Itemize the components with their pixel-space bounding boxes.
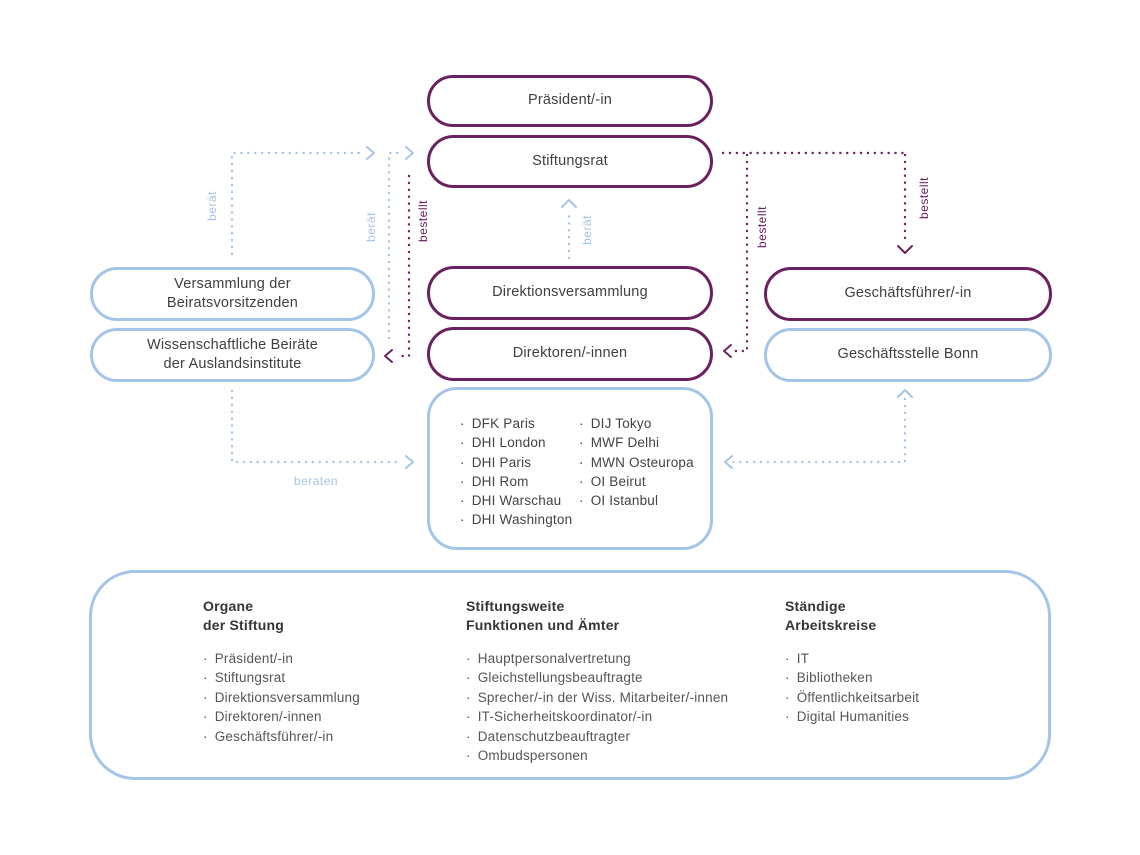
institute-item: OI Istanbul: [579, 491, 694, 510]
edge-beraten-arrowhead: [405, 455, 414, 469]
node-versammlung-beiratsvorsitzende: Versammlung der Beiratsvorsitzenden: [90, 267, 375, 321]
edge-beraet-mid-line: [387, 151, 404, 340]
edge-label-bestellt-right: bestellt: [917, 176, 931, 220]
edge-bestellt-left-line: [396, 174, 411, 358]
edge-beraet-left-line: [230, 151, 366, 256]
edge-bestellt-mid-arrowhead: [723, 344, 732, 358]
node-geschaeftsfuehrer: Geschäftsführer/-in: [764, 267, 1052, 321]
edge-beraet-left-arrowhead: [366, 146, 375, 160]
institute-item: MWN Osteuropa: [579, 453, 694, 472]
node-direktoren-label: Direktoren/-innen: [512, 345, 628, 362]
edge-label-beraet-mid: berät: [364, 212, 378, 242]
edge-label-beraet-left: berät: [205, 191, 219, 221]
legend-title-funktionen: Stiftungsweite Funktionen und Ämter: [466, 598, 620, 634]
node-geschaeftsstelle-bonn: Geschäftsstelle Bonn: [764, 328, 1052, 382]
institute-item: DFK Paris: [460, 414, 572, 433]
institute-item: MWF Delhi: [579, 433, 694, 452]
legend-column-funktionen: Stiftungsweite Funktionen und Ämter Haup…: [466, 597, 728, 766]
node-praesident-label: Präsident/-in: [528, 92, 612, 109]
institute-item: DHI Warschau: [460, 491, 572, 510]
legend-item: IT: [785, 649, 919, 669]
edge-bestellt-right-arrowhead: [897, 245, 913, 254]
edge-beraet-center-arrowhead: [561, 199, 577, 208]
institutes-column-2: DIJ Tokyo MWF Delhi MWN Osteuropa OI Bei…: [579, 414, 694, 510]
institutes-column-1: DFK Paris DHI London DHI Paris DHI Rom D…: [460, 414, 572, 530]
legend-item: Hauptpersonalvertretung: [466, 649, 728, 669]
legend-item: Präsident/-in: [203, 649, 360, 669]
legend-item: Direktoren/-innen: [203, 707, 360, 727]
legend-item: Direktionsversammlung: [203, 688, 360, 708]
edge-label-beraten: beraten: [293, 474, 339, 488]
legend-item: Sprecher/-in der Wiss. Mitarbeiter/-inne…: [466, 688, 728, 708]
edge-label-bestellt-left: bestellt: [416, 199, 430, 243]
legend-item: Digital Humanities: [785, 707, 919, 727]
legend-item: Stiftungsrat: [203, 668, 360, 688]
legend-column-arbeitskreise: Ständige Arbeitskreise IT Bibliotheken Ö…: [785, 597, 919, 727]
institute-item: DHI London: [460, 433, 572, 452]
legend-item: Öffentlichkeitsarbeit: [785, 688, 919, 708]
legend-item: Gleichstellungsbeauftragte: [466, 668, 728, 688]
node-geschaeftsstelle-bonn-label: Geschäftsstelle Bonn: [837, 346, 979, 363]
node-wissenschaftliche-beiraete-label: Wissenschaftliche Beiräte der Auslandsin…: [146, 336, 318, 372]
edge-beraten-line: [230, 389, 404, 464]
edge-institutes-geschaeftsstelle-arrowhead-up: [897, 389, 913, 398]
legend-item: Ombudspersonen: [466, 746, 728, 766]
institute-item: DHI Paris: [460, 453, 572, 472]
node-direktionsversammlung-label: Direktionsversammlung: [492, 284, 648, 301]
node-versammlung-beiratsvorsitzende-label: Versammlung der Beiratsvorsitzenden: [166, 275, 299, 311]
node-direktoren: Direktoren/-innen: [427, 327, 713, 381]
edge-bestellt-mid-line: [733, 153, 749, 353]
node-stiftungsrat: Stiftungsrat: [427, 135, 713, 188]
edge-institutes-geschaeftsstelle-line: [726, 397, 907, 464]
node-praesident: Präsident/-in: [427, 75, 713, 127]
edge-label-beraet-center: berät: [580, 215, 594, 245]
node-direktionsversammlung: Direktionsversammlung: [427, 266, 713, 320]
legend-item: Geschäftsführer/-in: [203, 727, 360, 747]
node-geschaeftsfuehrer-label: Geschäftsführer/-in: [844, 285, 972, 302]
edge-beraet-mid-arrowhead: [405, 146, 414, 160]
node-stiftungsrat-label: Stiftungsrat: [532, 152, 608, 169]
edge-bestellt-left-arrowhead: [384, 349, 393, 363]
legend-item: IT-Sicherheitskoordinator/-in: [466, 707, 728, 727]
institute-item: DHI Rom: [460, 472, 572, 491]
node-wissenschaftliche-beiraete: Wissenschaftliche Beiräte der Auslandsin…: [90, 328, 375, 382]
legend-column-organe: Organe der Stiftung Präsident/-in Stiftu…: [203, 597, 360, 746]
legend-title-organe: Organe der Stiftung: [203, 598, 284, 634]
edge-institutes-geschaeftsstelle-arrowhead-left: [724, 455, 733, 469]
edge-label-bestellt-mid: bestellt: [755, 205, 769, 249]
institute-item: DHI Washington: [460, 510, 572, 529]
institute-item: OI Beirut: [579, 472, 694, 491]
legend-title-arbeitskreise: Ständige Arbeitskreise: [785, 598, 877, 634]
legend-item: Datenschutzbeauftragter: [466, 727, 728, 747]
legend-item: Bibliotheken: [785, 668, 919, 688]
institute-item: DIJ Tokyo: [579, 414, 694, 433]
